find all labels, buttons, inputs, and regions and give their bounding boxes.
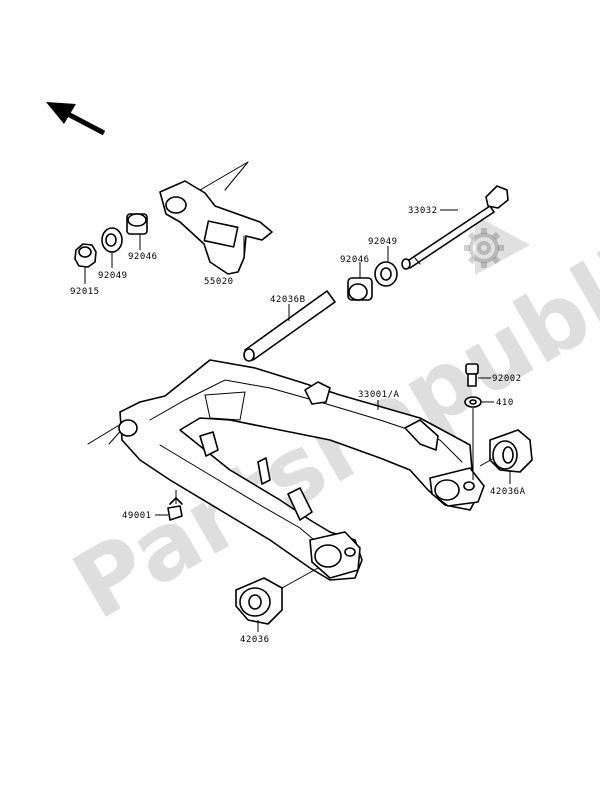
bushing-92046-right — [347, 262, 373, 301]
pivot-bolt-33032 — [401, 185, 509, 270]
label-92049-right: 92049 — [368, 237, 398, 247]
washer-92049-right — [374, 246, 398, 287]
sleeve-42036B — [243, 290, 336, 362]
front-direction-arrow-icon — [46, 102, 106, 136]
label-92046-left: 92046 — [128, 252, 158, 262]
label-49001: 49001 — [122, 511, 152, 521]
label-410: 410 — [496, 398, 514, 408]
label-33032: 33032 — [408, 206, 438, 216]
adjuster-block-42036A — [479, 429, 533, 484]
chain-guide-bracket-55020 — [159, 161, 273, 275]
nut-92015 — [74, 243, 97, 284]
swing-arm-33001A — [87, 359, 485, 581]
label-92046-right: 92046 — [340, 255, 370, 265]
washer-92049-left — [101, 227, 123, 268]
bushing-92046-left — [126, 213, 148, 250]
label-42036B: 42036B — [270, 295, 306, 305]
adjuster-block-42036 — [235, 567, 319, 632]
label-42036: 42036 — [240, 635, 270, 645]
label-42036A: 42036A — [490, 487, 526, 497]
label-33001A: 33001/A — [358, 390, 400, 400]
label-92015: 92015 — [70, 287, 100, 297]
label-92002: 92002 — [492, 374, 522, 384]
washer-410 — [464, 396, 494, 480]
grease-nipple-49001 — [155, 490, 183, 521]
part-labels: 92015 92049 92046 55020 33032 92049 9204… — [70, 206, 526, 645]
label-92049-left: 92049 — [98, 271, 128, 281]
label-55020: 55020 — [204, 277, 234, 287]
gear-icon — [464, 228, 504, 268]
bolt-92002 — [465, 363, 491, 387]
